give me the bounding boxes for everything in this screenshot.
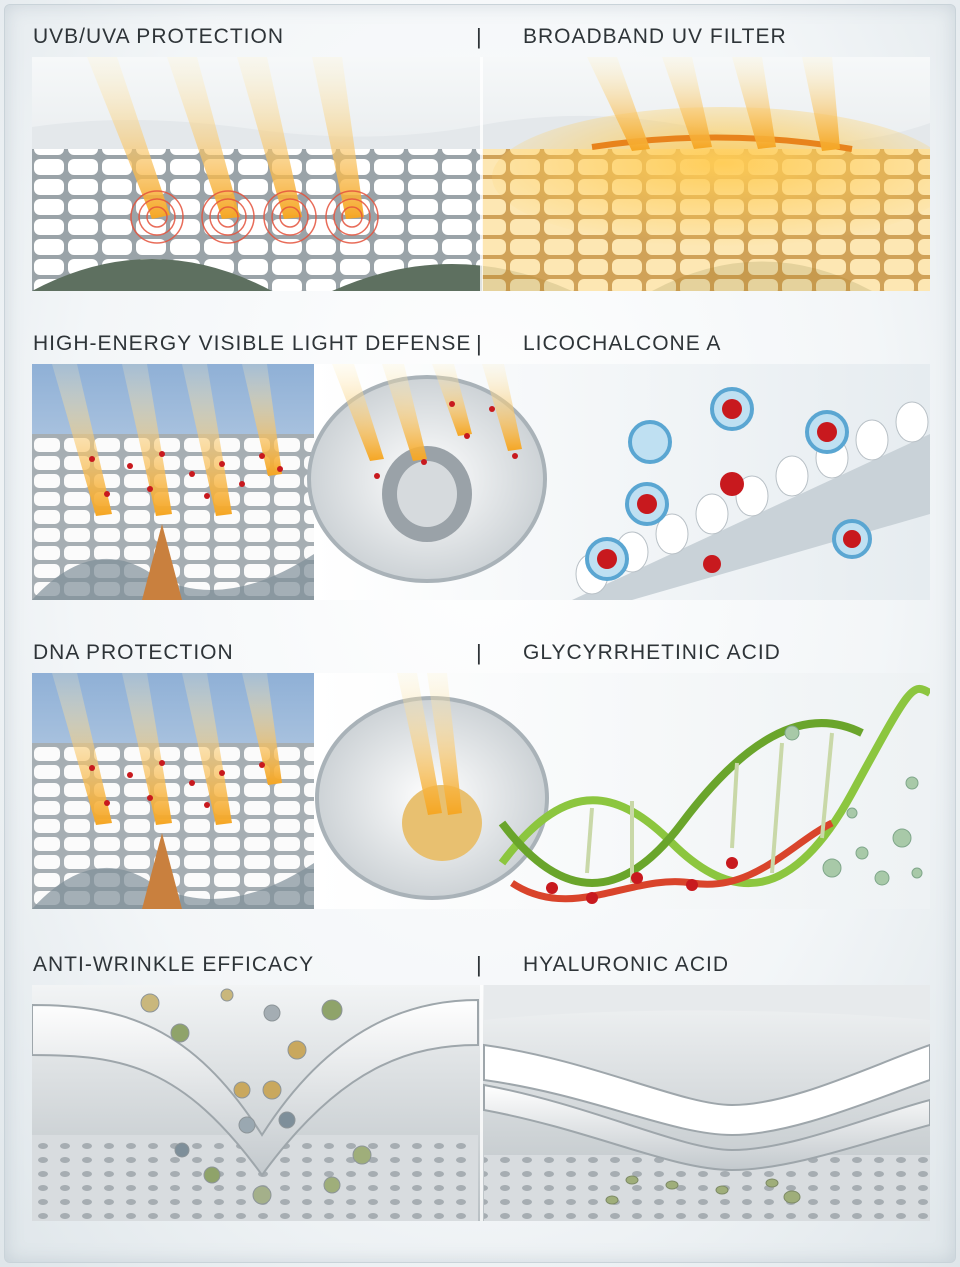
heading-glycyrrhetinic-acid: GLYCYRRHETINIC ACID — [523, 641, 781, 664]
heading-uvb-uva-protection: UVB/UVA PROTECTION — [33, 25, 284, 48]
heading-separator: | — [476, 331, 482, 356]
heading-hyaluronic-acid: HYALURONIC ACID — [523, 953, 729, 976]
heading-anti-wrinkle-efficacy: ANTI-WRINKLE EFFICACY — [33, 953, 315, 976]
heading-broadband-uv-filter: BROADBAND UV FILTER — [523, 25, 787, 48]
illustration-dna-protection — [32, 673, 930, 909]
heading-separator: | — [476, 640, 482, 665]
page-frame — [4, 4, 956, 1263]
panel-divider — [480, 985, 483, 1221]
heading-separator: | — [476, 952, 482, 977]
heading-separator: | — [476, 24, 482, 49]
illustration-hev-light — [32, 364, 930, 600]
heading-licochalcone-a: LICOCHALCONE A — [523, 332, 722, 355]
panel-divider — [480, 57, 483, 291]
heading-dna-protection: DNA PROTECTION — [33, 641, 234, 664]
heading-hev-light-defense: HIGH-ENERGY VISIBLE LIGHT DEFENSE — [33, 332, 472, 355]
